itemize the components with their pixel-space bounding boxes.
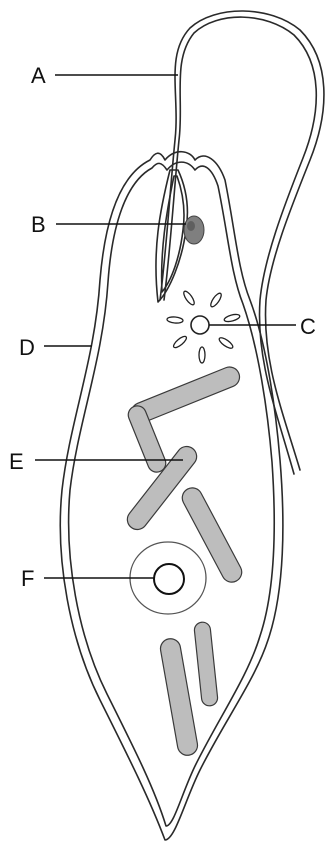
label-b: B [31,212,46,237]
reservoir [156,170,187,302]
label-d: D [19,335,35,360]
label-c: C [300,314,316,339]
eyespot [184,216,204,244]
cell-body [60,152,283,840]
label-e: E [9,449,24,474]
label-a: A [31,63,46,88]
contractile-vacuole [167,290,241,363]
label-f: F [21,566,34,591]
